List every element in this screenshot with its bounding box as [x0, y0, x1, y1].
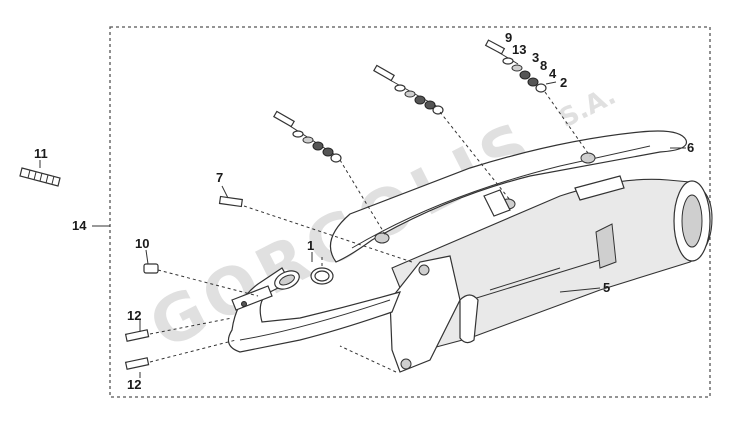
stud-12-upper: [124, 317, 233, 342]
callout-2: 2: [560, 75, 567, 90]
callout-3: 3: [532, 50, 539, 65]
bolt-10: [143, 263, 259, 297]
bolt-set-middle: [373, 64, 444, 115]
part-11-spring: [19, 167, 61, 187]
callout-1: 1: [307, 238, 314, 253]
callout-11: 11: [34, 146, 48, 161]
stud-12-lower: [124, 339, 237, 370]
callout-4: 4: [549, 66, 557, 81]
callout-8: 8: [540, 58, 547, 73]
callout-13: 13: [512, 42, 526, 57]
callout-10: 10: [135, 236, 149, 251]
callout-9: 9: [505, 30, 512, 45]
assembly-frame: [109, 26, 711, 398]
callout-6: 6: [687, 140, 694, 155]
callout-7: 7: [216, 170, 223, 185]
exhaust-pipe: [227, 267, 402, 353]
bolt-7: [218, 195, 413, 263]
muffler-bracket: [389, 255, 479, 373]
bolt-set-left: [273, 110, 342, 163]
callout-14: 14: [72, 218, 87, 233]
heat-shield: [329, 130, 688, 263]
bolt-set-right: [484, 39, 547, 93]
callout-12-lower: 12: [127, 377, 141, 392]
callout-12-upper: 12: [127, 308, 141, 323]
callout-5: 5: [603, 280, 610, 295]
shield-grommet: [374, 232, 390, 244]
